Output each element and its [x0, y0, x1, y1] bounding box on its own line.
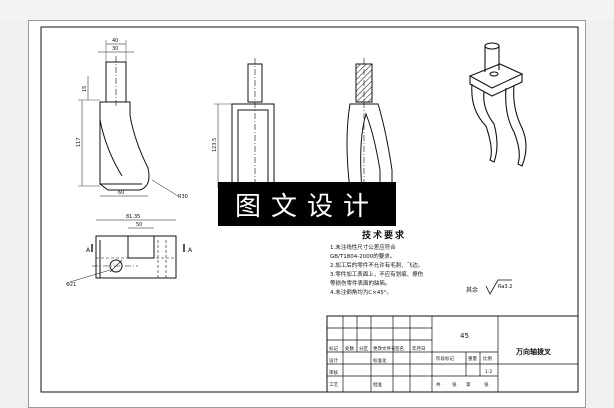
review-label: 审核: [329, 369, 338, 376]
surface-finish-label: 其余: [466, 286, 478, 294]
front-view: [78, 40, 179, 197]
standard-label: 标准化: [373, 357, 387, 364]
tech-req-title: 技术要求: [362, 231, 407, 241]
side-view-1: [214, 58, 275, 196]
design-label: 设计: [329, 357, 338, 364]
sheet-label-1: 张: [452, 381, 457, 388]
material-text: 45: [460, 332, 469, 340]
sheet-no: 第: [466, 381, 471, 388]
tech-req-item-3: 2.加工后的零件不允许有毛刺、飞边。: [330, 263, 424, 269]
dim-40: 40: [112, 38, 118, 44]
dim-phi21: Φ21: [66, 282, 76, 288]
dim-8135: 81.35: [126, 214, 140, 220]
section-mark-a-right: A: [188, 247, 193, 254]
part-name-text: 万向轴拨叉: [515, 347, 552, 356]
surface-finish-value: Ra3.2: [498, 284, 512, 290]
dim-r30: R30: [178, 194, 188, 200]
dim-123: 123.5: [212, 138, 218, 152]
section-mark-a-left: A: [86, 247, 91, 254]
dim-15: 15: [82, 86, 88, 92]
tech-req-item-4: 3.零件加工表面上，不应有划痕、擦伤: [330, 272, 424, 278]
header-count: 处数: [345, 345, 354, 352]
sheets-total: 共: [436, 381, 441, 388]
dim-50: 50: [136, 222, 142, 228]
top-strip: [0, 0, 614, 20]
weight-label: 重量: [468, 355, 477, 362]
top-view: [69, 219, 185, 283]
sheet-label-2: 张: [484, 381, 489, 388]
tech-req-item-6: 4.未注倒角均为C×45°。: [330, 290, 392, 296]
tech-req-item-5: 等损伤零件表面的缺陷。: [330, 281, 391, 287]
header-mark: 标记: [329, 345, 338, 352]
tech-req-item-2: GB/T1804-2000的要求。: [330, 254, 396, 260]
header-date: 年月日: [412, 345, 426, 352]
dim-30: 30: [112, 46, 118, 52]
tech-req-item-1: 1.未注线性尺寸公差应符合: [330, 245, 396, 251]
isometric-view: [468, 42, 527, 167]
scale-value: 1:2: [485, 369, 492, 375]
dim-60: 60: [118, 190, 124, 196]
scale-label: 比例: [483, 355, 492, 362]
title-block: [326, 315, 579, 393]
section-view: [346, 58, 393, 196]
header-sign: 签名: [395, 345, 404, 352]
dim-117: 117: [76, 137, 82, 147]
approve-label: 批准: [373, 381, 382, 388]
process-label: 工艺: [329, 382, 338, 388]
surface-finish-symbol: [485, 279, 512, 295]
stage-label: 阶段标记: [436, 355, 454, 362]
title-block-headers: 标记 处数 分区 更改文件号 签名 年月日 设计 标准化 审核 工艺 批准 阶段…: [329, 345, 492, 388]
header-doc: 更改文件号: [373, 345, 396, 352]
inner-frame: [40, 26, 579, 393]
watermark-banner: 图文设计: [218, 182, 396, 226]
header-zone: 分区: [359, 345, 368, 352]
